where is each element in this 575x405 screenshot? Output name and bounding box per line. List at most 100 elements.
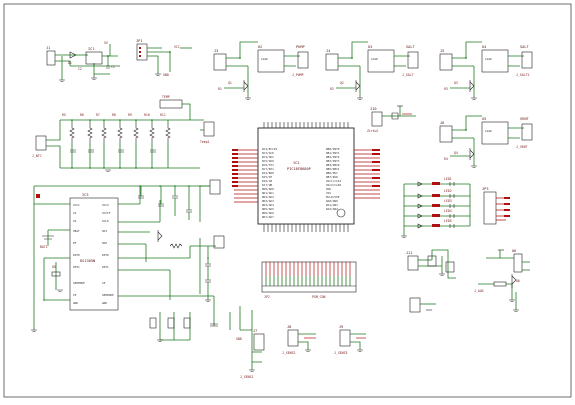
rtc-block: IC3 DS1305N VCC1 X1 X2 VBAT PF INT0 INT1…: [31, 179, 225, 332]
bottom-sensor-3-label: J_SENS3: [334, 351, 348, 355]
mcu-left-pin: RC6/TX1: [262, 163, 274, 167]
mcu-part: PIC18F8680P: [287, 167, 311, 171]
svg-text:LOAD: LOAD: [485, 129, 492, 133]
module-salt: J4 U3 LOAD SALT J_SALT Q2 R2: [325, 41, 419, 100]
sensor-res-r6: R6: [80, 113, 84, 117]
module-pump-label-a: PUMP: [296, 45, 305, 49]
mcu-right-pin: RB0/INT0: [326, 147, 340, 151]
rtc-pin-left: X1: [73, 211, 77, 215]
rtc-pin-right: VCCIF: [102, 211, 111, 215]
mcu-left-pin: RC7/RX1: [262, 167, 274, 171]
mcu-right-pin: RA1/AN1: [326, 203, 338, 207]
module-vent-label-a: VENT: [520, 117, 529, 121]
mcu-left-nets: [232, 149, 258, 203]
bottom-sensor-1: J7 J_SENS1: [240, 310, 265, 379]
sensor-res-r7: R7: [96, 113, 100, 117]
sheet-frame: [3, 3, 572, 398]
bottom-sensor-2: J8 J_SENS2: [282, 325, 316, 355]
mcu-right-pin: MCLR/VPP: [326, 195, 340, 199]
mcu-right-pin: RA2/AN2: [326, 207, 338, 211]
header-jp1-ref: JP1: [136, 39, 143, 43]
mcu-right-pin: RA0/AN0: [326, 199, 338, 203]
mcu-left-pin: RC3/SCK: [262, 151, 274, 155]
flow-connector: J10 Zirkul: [367, 105, 416, 133]
label-5v: 5V: [104, 41, 108, 45]
mcu-left-pins: RC2/ECCP1 RC3/SCK RC4/SDI RC5/SDO RC6/TX…: [262, 147, 277, 219]
bottom-sensor-3-ref: J9: [339, 325, 343, 329]
mcu-left-pin: RD7/AD7: [262, 215, 274, 219]
rtc-pin-left: INT1: [73, 265, 80, 269]
rtc-pin-left: CE: [73, 293, 77, 297]
bottom-sensor-1-ref: J7: [253, 329, 257, 333]
module-salt2-ref: U4: [482, 45, 486, 49]
bus-connector-label: PGM_CON: [312, 295, 326, 299]
rtc-crystal: Q5: [52, 265, 56, 269]
rtc-pin-right: INT0: [102, 253, 109, 257]
module-pump-ref: U2: [258, 45, 262, 49]
power-connector-ref: J1: [46, 46, 50, 50]
module-pump-conn: J3: [214, 49, 218, 53]
module-pump-transistor: Q1: [228, 81, 232, 85]
rtc-battery: BAT1: [40, 245, 48, 249]
mcu-left-pin: RD4/AD4: [262, 203, 274, 207]
bus-connector-ref: JP2: [264, 295, 270, 299]
module-vent: J6 U5 LOAD VENT J_VENT Q4 R4: [439, 115, 533, 168]
mcu-right-pin: RB4/KBI0: [326, 163, 340, 167]
flow-conn-ref: J10: [370, 107, 377, 111]
mcu-right-pin: VDD: [326, 187, 331, 191]
svg-text:LOAD: LOAD: [261, 57, 268, 61]
module-pump-label-b: J_PUMP: [292, 73, 304, 77]
module-vent-transistor: Q4: [454, 151, 458, 155]
sensor-block: J_NTC R5 R6 R7 R8 R9 R10 R11 TEMP Temp1: [32, 95, 215, 172]
mcu-left-pin: RD1/AD1: [262, 191, 274, 195]
led-2: LED2: [444, 189, 452, 193]
rtc-pin-right: GND: [102, 301, 107, 305]
flow-label: Zirkul: [367, 129, 379, 133]
rtc-pin-right: SCLK: [102, 219, 109, 223]
module-salt-label-b: J_SALT: [402, 73, 414, 77]
rtc-pin-right: SDI: [102, 229, 107, 233]
right-small-blocks: J11 U6 J_AUX Q6: [406, 249, 530, 313]
rtc-pin-left: VCC1: [73, 203, 80, 207]
label-vcc: VCC: [174, 45, 180, 49]
mcu-right-nets: [354, 149, 380, 199]
mcu-left-pin: RD6/AD6: [262, 211, 274, 215]
module-salt-conn: J4: [326, 49, 330, 53]
mcu-right-pin: RB7/PGD: [326, 175, 338, 179]
power-supply-block: J1 IC1 D1 C1 C2 5V: [46, 41, 120, 82]
mcu-left-pin: RJ4/BA0: [262, 171, 274, 175]
mcu-right-pin: RB2/INT2: [326, 155, 340, 159]
rtc-pin-right: SERMODE: [102, 293, 114, 297]
rtc-pin-left: INT0: [73, 253, 80, 257]
lower-left-network: GND: [149, 306, 252, 342]
right-q6-ref: Q6: [516, 279, 520, 283]
sensor-resistor-group: [69, 120, 171, 168]
rtc-pin-right: CE: [102, 281, 106, 285]
module-salt2-transistor: Q3: [454, 81, 458, 85]
bottom-sensor-1-label: J_SENS1: [240, 375, 254, 379]
rtc-pin-right: SDO: [102, 241, 107, 245]
module-pump-res: R1: [218, 87, 222, 91]
mcu-left-pin: RC4/SDI: [262, 155, 274, 159]
mcu-left-pin: RD0/AD0: [262, 187, 274, 191]
mcu-right-pin: RB1/INT1: [326, 151, 340, 155]
label-gnd-top: GND: [163, 73, 169, 77]
sensor-res-r8: R8: [112, 113, 116, 117]
mcu-left-pin: RJ5/CE: [262, 175, 272, 179]
led-block: JP3 LED1 LED2 LED3 LED4 LED5: [401, 177, 510, 238]
supply-gnd-label: GND: [236, 337, 242, 341]
led-4: LED4: [444, 209, 452, 213]
rtc-pin-left: VBAT: [73, 229, 80, 233]
rtc-pin-left: PF: [73, 241, 77, 245]
sensor-res-r11: R11: [160, 113, 166, 117]
power-diode-ref: D1: [68, 61, 72, 65]
module-salt2-label-b: J_SALT2: [516, 73, 530, 77]
module-vent-label-b: J_VENT: [516, 145, 528, 149]
rtc-pin-right: VCC2: [102, 203, 109, 207]
svg-text:LOAD: LOAD: [485, 57, 492, 61]
module-salt-ref: U3: [368, 45, 372, 49]
right-u6-ref: U6: [512, 249, 516, 253]
module-salt-res: R2: [330, 87, 334, 91]
mcu-right-pins: RB0/INT0 RB1/INT1 RB2/INT2 RB3/INT3 RB4/…: [326, 147, 341, 211]
